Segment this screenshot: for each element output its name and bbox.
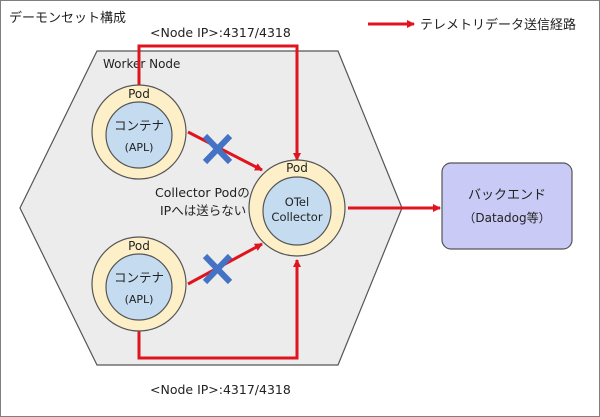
collector-pod: Pod OTel Collector bbox=[248, 159, 346, 257]
backend-box: バックエンド （Datadog等） bbox=[441, 162, 573, 250]
legend: テレメトリデータ送信経路 bbox=[368, 17, 576, 33]
collector-label: OTel bbox=[285, 195, 309, 209]
pod-label: Pod bbox=[286, 161, 308, 175]
pod-label: Pod bbox=[128, 239, 150, 253]
telemetry-routes bbox=[137, 44, 441, 360]
route-top bbox=[137, 44, 301, 161]
container-sublabel: (APL) bbox=[125, 293, 154, 306]
container-circle bbox=[105, 101, 173, 169]
route-blocked-top bbox=[187, 130, 263, 172]
backend-sublabel: （Datadog等） bbox=[463, 211, 550, 225]
port-label-bottom: <Node IP>:4317/4318 bbox=[150, 382, 291, 397]
backend-label: バックエンド bbox=[468, 188, 546, 203]
port-label-top: <Node IP>:4317/4318 bbox=[150, 25, 291, 40]
note-line-1: Collector Podの bbox=[155, 185, 250, 200]
container-sublabel: (APL) bbox=[125, 141, 154, 154]
collector-circle bbox=[262, 176, 332, 246]
app-pod-top: Pod コンテナ (APL) bbox=[91, 84, 187, 180]
route-bottom bbox=[137, 259, 301, 360]
note-line-2: IPへは送らない bbox=[160, 203, 246, 218]
app-pod-bottom: Pod コンテナ (APL) bbox=[91, 236, 187, 332]
worker-node-label: Worker Node bbox=[103, 57, 180, 71]
legend-label: テレメトリデータ送信経路 bbox=[420, 17, 576, 33]
container-circle bbox=[105, 253, 173, 321]
diagram-title: デーモンセット構成 bbox=[9, 10, 126, 26]
blocked-cross-top-icon bbox=[202, 133, 233, 165]
pod-label: Pod bbox=[128, 87, 150, 101]
container-label: コンテナ bbox=[114, 118, 164, 133]
blocked-cross-bottom-icon bbox=[202, 253, 233, 285]
container-label: コンテナ bbox=[114, 270, 164, 285]
backend-rect bbox=[441, 162, 573, 250]
collector-sublabel: Collector bbox=[271, 210, 322, 224]
